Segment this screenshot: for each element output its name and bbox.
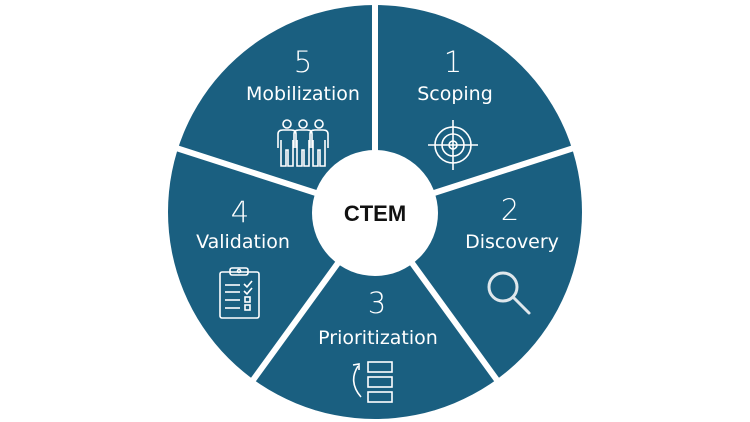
stage-mobilization: 5 Mobilization <box>246 45 360 167</box>
stage-discovery: 2 Discovery <box>465 193 559 315</box>
stage-number: 4 <box>231 195 249 229</box>
stage-scoping: 1 Scoping <box>417 45 493 170</box>
stage-label: Scoping <box>417 83 493 105</box>
stage-number: 3 <box>368 286 386 320</box>
stage-number: 5 <box>294 45 312 79</box>
stage-label: Mobilization <box>246 83 360 105</box>
stage-label: Validation <box>196 231 290 253</box>
target-icon <box>428 120 478 170</box>
stage-number: 2 <box>501 193 519 227</box>
people-group-icon <box>277 119 329 167</box>
center-circle <box>312 150 438 276</box>
stage-label: Discovery <box>465 231 559 253</box>
center-label: CTEM <box>344 201 406 226</box>
stage-label: Prioritization <box>318 327 438 349</box>
clipboard-checklist-icon <box>219 267 260 319</box>
segment-dividers <box>169 0 581 389</box>
stage-number: 1 <box>444 45 462 79</box>
stage-validation: 4 Validation <box>196 195 290 319</box>
magnifier-icon <box>487 271 531 315</box>
prioritize-list-icon <box>352 361 393 403</box>
stage-prioritization: 3 Prioritization <box>318 286 438 403</box>
